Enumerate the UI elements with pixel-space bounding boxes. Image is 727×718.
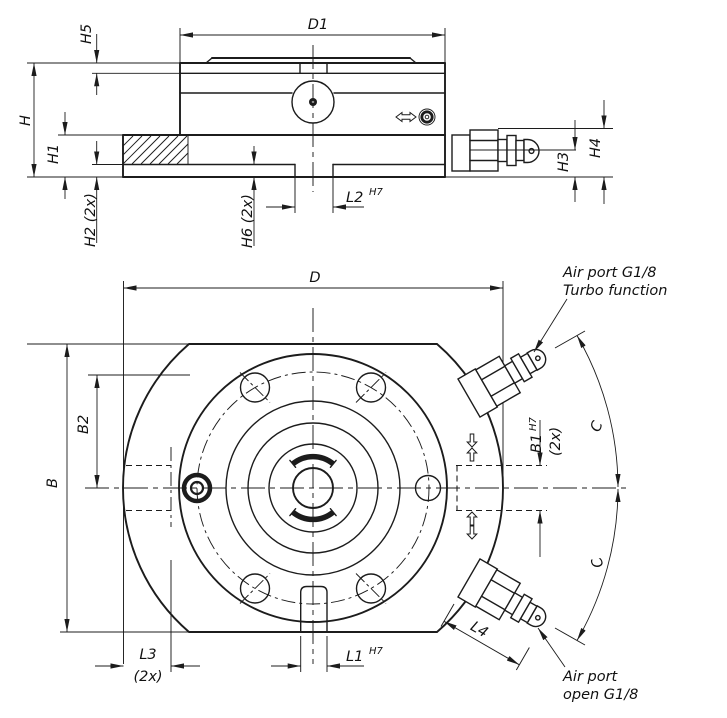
grease-nipple-front-icon (418, 108, 436, 126)
dim-label-h: H (18, 115, 34, 126)
side-view: H5 H H1 H2 (2x) H6 (2x) D1 L2 H7 H3 H4 (18, 17, 613, 248)
dim-label-c-lower: C (589, 554, 608, 570)
dim-c-upper: C (554, 330, 621, 488)
dim-label-l4: L4 (468, 619, 491, 642)
horizontal-movement-arrow-icon (395, 111, 417, 123)
keyway-slot (300, 585, 328, 633)
annotation-open-line1: Air port (562, 669, 619, 685)
dim-label-l2-fit: H7 (369, 187, 384, 198)
plan-dimension-lines (64, 285, 543, 669)
dim-label-b: B (45, 478, 61, 488)
side-dimension-lines (31, 32, 607, 246)
dim-label-l3: L3 (139, 647, 156, 663)
dim-label-h2: H2 (2x) (83, 193, 99, 247)
dim-label-h6: H6 (2x) (240, 194, 256, 248)
mounting-holes (239, 372, 387, 604)
dim-label-d1: D1 (308, 17, 328, 33)
dim-c-lower: C (554, 488, 621, 646)
dim-label-l3-qty: (2x) (133, 669, 162, 685)
side-view-body (122, 45, 446, 192)
dim-label-b1: B1 (529, 434, 545, 453)
annotation-open-line2: open G1/8 (563, 687, 638, 703)
dim-label-l1-fit: H7 (369, 646, 384, 657)
clamp-body-outline (122, 343, 504, 633)
dim-label-d: D (309, 270, 320, 286)
dim-label-l1: L1 (346, 649, 363, 665)
dim-label-b1-qty: (2x) (548, 427, 564, 456)
dim-label-c-upper: C (588, 418, 607, 434)
clamp-stroke-arrows (466, 433, 478, 540)
hidden-slot-left (126, 464, 171, 512)
dim-l4-group: L4 (440, 603, 530, 671)
section-hatch (122, 135, 189, 165)
annotation-turbo-line2: Turbo function (563, 283, 667, 299)
dim-label-l2: L2 (346, 190, 363, 206)
annotation-turbo-line1: Air port G1/8 (562, 265, 656, 281)
open-port-leader (537, 627, 566, 668)
dim-label-h5: H5 (79, 24, 95, 44)
turbo-port-leader (533, 298, 568, 353)
dim-label-b2: B2 (76, 415, 92, 434)
dim-label-b1-fit: H7 (528, 416, 539, 431)
dim-label-h1: H1 (46, 144, 62, 164)
dim-label-h4: H4 (588, 138, 604, 158)
plan-view: L4 C C D B B2 B1 H7 (2x) L1 H7 (27, 265, 667, 703)
turbo-air-fitting (457, 334, 557, 418)
dim-label-h3: H3 (556, 152, 572, 172)
side-grease-fitting (451, 129, 576, 172)
